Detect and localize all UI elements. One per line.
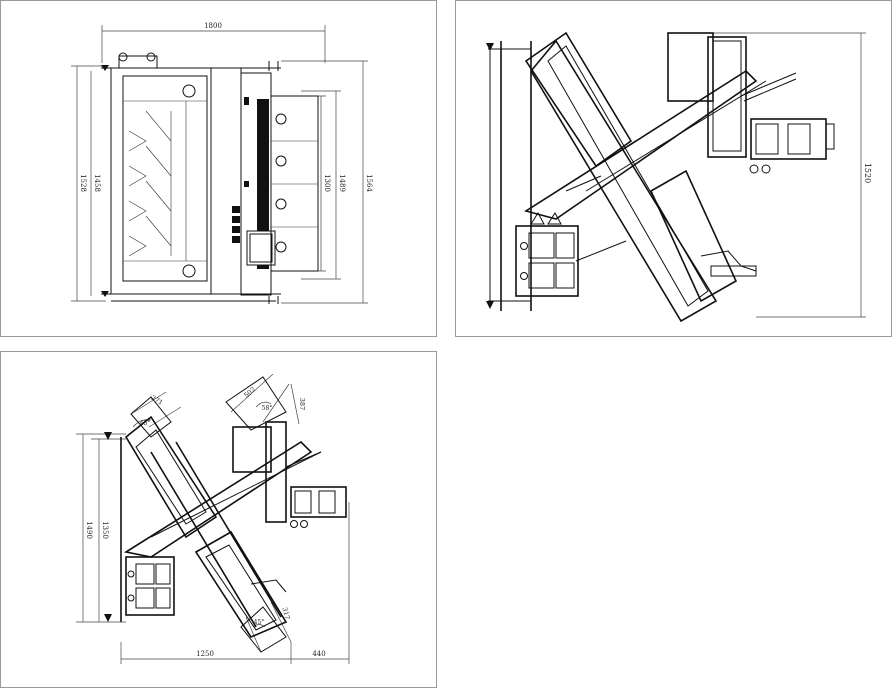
dim-angle-height-inner-label: 1350 [101, 521, 109, 539]
dim-right-c-label: 1564 [365, 174, 373, 192]
dim-side-height-label: 1520 [863, 163, 872, 183]
dim-width-label: 1800 [204, 22, 222, 30]
top-right-len-label: 502 [242, 385, 257, 399]
dim-side-height: 1520 [706, 32, 872, 318]
dim-angle-height-outer-label: 1490 [85, 521, 93, 539]
side-view-panel: 1520 [455, 0, 892, 337]
angle-view-panel: 1490 1350 1250 440 271 45° 502 58° 387 [0, 351, 437, 688]
dim-base-right-label: 440 [312, 650, 325, 658]
angle-view-drawing: 1490 1350 1250 440 271 45° 502 58° 387 [76, 373, 350, 664]
dim-left: 1528 1458 [71, 65, 106, 302]
dim-base-left-label: 1250 [196, 650, 214, 658]
top-right-angle-label: 58° [262, 405, 273, 412]
bottom-angle-label: 45° [254, 619, 265, 626]
front-view-panel: 1800 1528 1458 1300 1489 1564 [0, 0, 437, 337]
dim-angle-bottom: 1250 440 [120, 502, 350, 664]
side-machine-body [486, 31, 835, 323]
dim-angle-left: 1490 1350 [76, 433, 126, 623]
side-view-drawing: 1520 [486, 31, 872, 323]
dim-width: 1800 [101, 22, 326, 63]
bottom-len-label: 317 [280, 606, 291, 620]
dim-height-inner-label: 1458 [93, 174, 101, 192]
angle-machine-body [104, 376, 347, 653]
top-right-side-label: 387 [298, 398, 306, 410]
dim-right-a-label: 1300 [323, 174, 331, 192]
front-machine-body [101, 52, 319, 304]
dim-right-b-label: 1489 [338, 174, 346, 192]
dim-right: 1300 1489 1564 [281, 60, 373, 304]
dim-height-outer-label: 1528 [79, 174, 87, 192]
front-view-drawing: 1800 1528 1458 1300 1489 1564 [71, 22, 373, 304]
top-left-angle-label: 45° [140, 420, 151, 427]
